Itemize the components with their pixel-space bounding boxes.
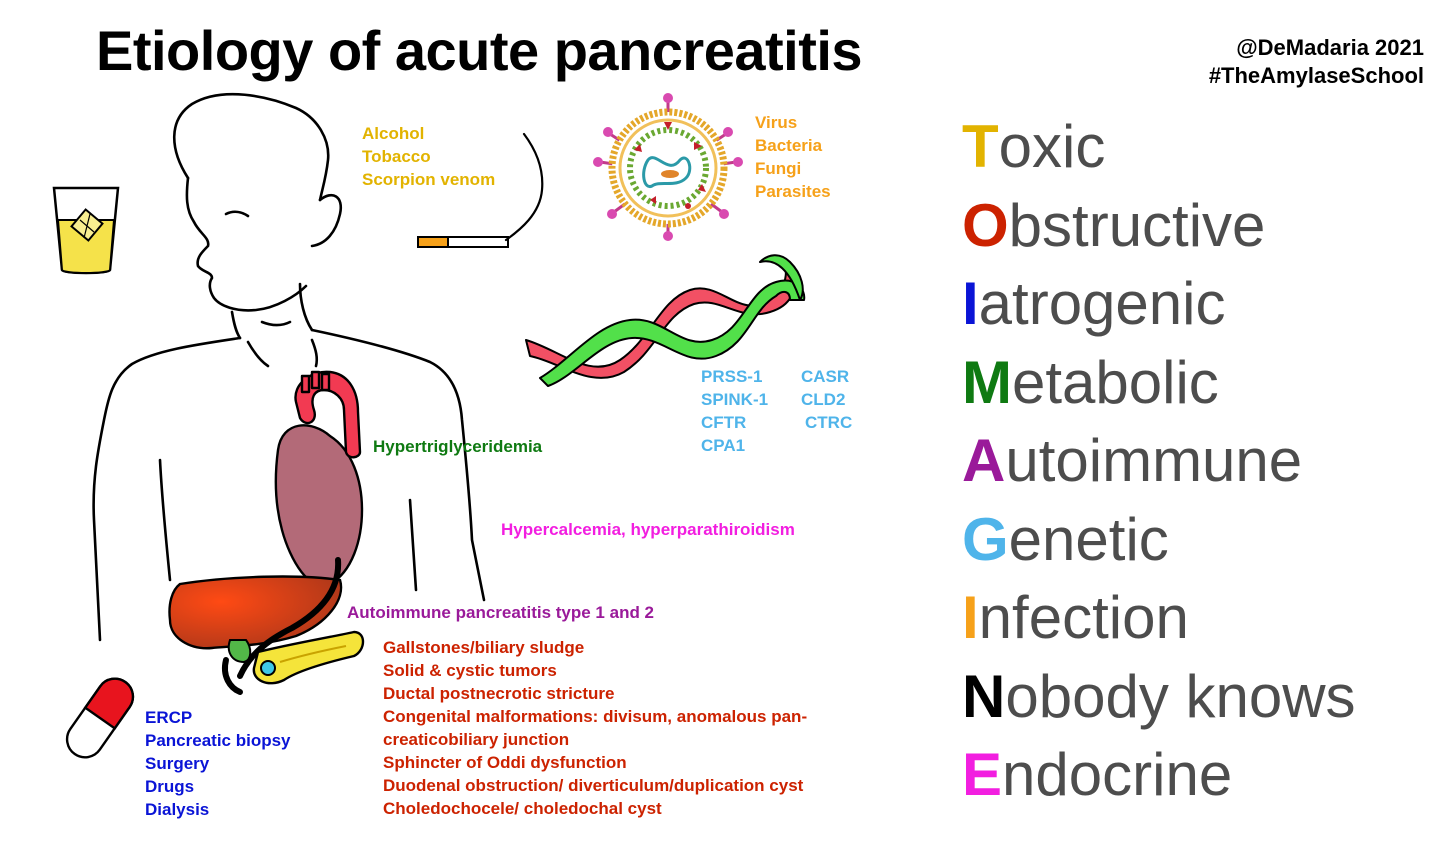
mnemonic-word-rest: etabolic bbox=[1011, 348, 1219, 416]
iatrogenic-item: Surgery bbox=[145, 754, 210, 773]
mnemonic-letter: A bbox=[962, 427, 1006, 494]
mnemonic-word-rest: obody knows bbox=[1005, 662, 1356, 730]
toxic-item: Alcohol bbox=[362, 124, 425, 143]
credit-handle: @DeMadaria 2021 bbox=[1236, 35, 1424, 60]
obstructive-item: Choledochocele/ choledochal cyst bbox=[383, 799, 662, 818]
mnemonic-word-rest: bstructive bbox=[1008, 191, 1266, 259]
obstructive-item: Sphincter of Oddi dysfunction bbox=[383, 753, 627, 772]
mnemonic-letter: O bbox=[962, 191, 1009, 259]
obstructive-item: Gallstones/biliary sludge bbox=[383, 638, 585, 657]
mnemonic-letter: M bbox=[962, 348, 1012, 416]
genetic-item: CFTR bbox=[701, 413, 747, 432]
pill-icon bbox=[65, 677, 135, 759]
page-title: Etiology of acute pancreatitis bbox=[96, 19, 863, 82]
iatrogenic-label-list: ERCP Pancreatic biopsy Surgery Drugs Dia… bbox=[145, 706, 291, 821]
metabolic-label: Hypertriglyceridemia bbox=[373, 437, 543, 456]
human-silhouette-icon bbox=[92, 92, 486, 642]
iatrogenic-item: ERCP bbox=[145, 708, 193, 727]
obstructive-item: Duodenal obstruction/ diverticulum/dupli… bbox=[383, 776, 804, 795]
obstructive-item: Solid & cystic tumors bbox=[383, 661, 557, 680]
endocrine-label: Hypercalcemia, hyperparathiroidism bbox=[501, 520, 795, 539]
infection-label-list: Virus Bacteria Fungi Parasites bbox=[755, 111, 831, 203]
dna-icon bbox=[525, 254, 806, 387]
mnemonic-letter: E bbox=[962, 741, 1003, 808]
obstructive-item: Ductal postnecrotic stricture bbox=[383, 684, 615, 703]
obstructive-item: creaticobiliary junction bbox=[383, 730, 570, 749]
obstructive-label-list: Gallstones/biliary sludge Solid & cystic… bbox=[383, 636, 807, 820]
infection-item: Virus bbox=[755, 113, 798, 132]
pancreas-icon bbox=[252, 630, 365, 685]
mnemonic-letter: I bbox=[962, 584, 979, 651]
toxic-item: Scorpion venom bbox=[362, 170, 496, 189]
mnemonic-word-rest: atrogenic bbox=[978, 270, 1226, 337]
infection-item: Parasites bbox=[755, 182, 831, 201]
genetic-item: CTRC bbox=[805, 413, 853, 432]
genetic-item: CASR bbox=[801, 367, 850, 386]
obstructive-item: Congenital malformations: divisum, anoma… bbox=[383, 707, 808, 726]
credit-hashtag: #TheAmylaseSchool bbox=[1208, 63, 1424, 88]
mnemonic-word-rest: utoimmune bbox=[1005, 427, 1303, 494]
author-credit: @DeMadaria 2021 #TheAmylaseSchool bbox=[1209, 34, 1424, 90]
mnemonic-letter: N bbox=[962, 662, 1006, 730]
iatrogenic-item: Drugs bbox=[145, 777, 195, 796]
mnemonic-word-rest: nfection bbox=[978, 584, 1189, 651]
infection-item: Bacteria bbox=[755, 136, 823, 155]
liver-icon bbox=[168, 557, 343, 695]
genetic-item: CLD2 bbox=[801, 390, 846, 409]
iatrogenic-item: Pancreatic biopsy bbox=[145, 731, 291, 750]
mnemonic-letter: I bbox=[962, 270, 979, 337]
genetic-item: SPINK-1 bbox=[701, 390, 769, 409]
mnemonic-word-rest: ndocrine bbox=[1002, 741, 1233, 808]
genetic-label-grid: PRSS-1 CASR SPINK-1 CLD2 CFTR CTRC CPA1 bbox=[701, 365, 852, 457]
iatrogenic-item: Dialysis bbox=[145, 800, 210, 819]
mnemonic-word-rest: enetic bbox=[1008, 505, 1169, 573]
toxic-label-list: Alcohol Tobacco Scorpion venom bbox=[362, 122, 495, 191]
glass-icon bbox=[52, 186, 120, 275]
virus-icon bbox=[593, 93, 743, 241]
autoimmune-label: Autoimmune pancreatitis type 1 and 2 bbox=[347, 603, 655, 622]
genetic-item: PRSS-1 bbox=[701, 367, 763, 386]
genetic-item: CPA1 bbox=[701, 436, 746, 455]
mnemonic-letter: T bbox=[962, 113, 999, 180]
mnemonic-word-rest: oxic bbox=[998, 113, 1106, 180]
mnemonic-letter: G bbox=[962, 505, 1009, 573]
infection-item: Fungi bbox=[755, 159, 802, 178]
cigarette-icon bbox=[417, 132, 544, 248]
toxic-item: Tobacco bbox=[362, 147, 431, 166]
heart-icon bbox=[274, 370, 364, 587]
